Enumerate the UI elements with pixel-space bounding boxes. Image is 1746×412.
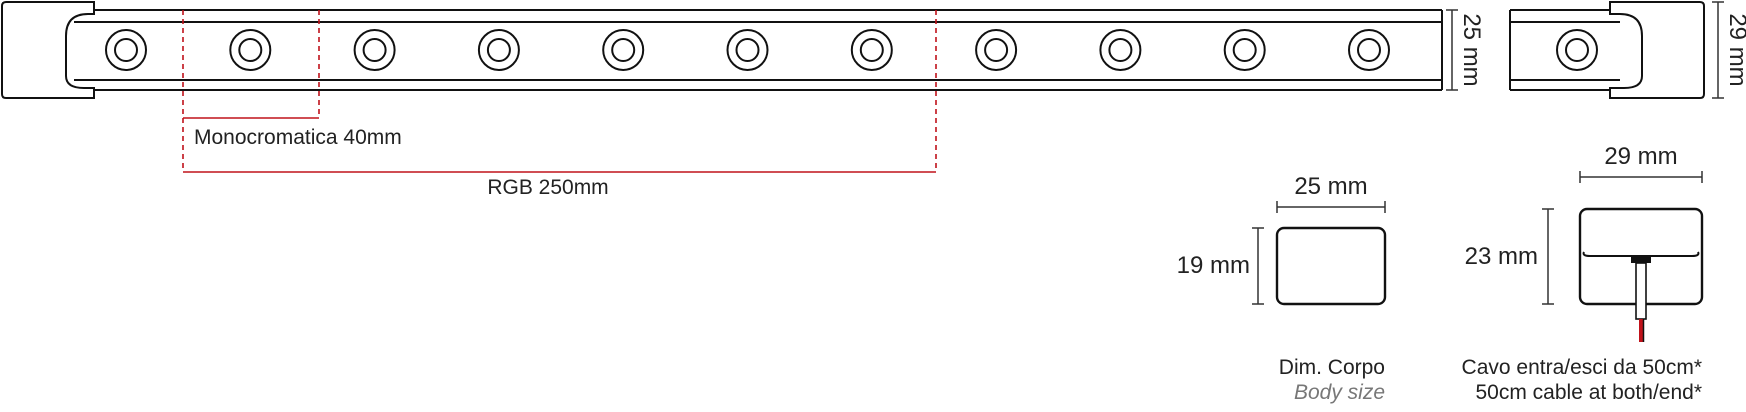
led-inner-ring [238, 38, 263, 62]
cap-inner-line [1582, 251, 1700, 257]
mono-pitch-label: Monocromatica 40mm [194, 126, 402, 149]
endcap-width-label: 29 mm [1724, 13, 1746, 86]
body-height-label: 19 mm [1177, 252, 1250, 279]
cable-caption-en: 50cm cable at both/end* [1476, 381, 1703, 404]
led-inner-ring [362, 38, 387, 62]
led-outer-ring [1099, 29, 1142, 71]
body-caption-it: Dim. Corpo [1279, 356, 1385, 379]
right-end-cap [1609, 1, 1705, 99]
cable-clip [1631, 256, 1651, 263]
led-outer-ring [1223, 29, 1266, 71]
body-width-label: 25 mm [1294, 173, 1367, 200]
body-section: 25 mm 19 mm Dim. Corpo Body size [1177, 173, 1387, 404]
led-outer-ring [477, 29, 520, 71]
strip-width-dimension [1446, 9, 1458, 91]
strip-width-label: 25 mm [1458, 13, 1485, 86]
led-outer-ring [1348, 29, 1390, 71]
cap-height-label: 23 mm [1465, 243, 1538, 270]
cap-width-label: 29 mm [1604, 143, 1677, 170]
led-outer-ring [1556, 29, 1598, 71]
cable-caption-it: Cavo entra/esci da 50cm* [1462, 356, 1702, 379]
led-inner-ring [486, 38, 511, 62]
led-inner-ring [984, 38, 1009, 62]
led-outer-ring [726, 29, 769, 71]
strip-leds [105, 29, 1390, 71]
endcap-width-dimension [1712, 1, 1724, 99]
led-outer-ring [353, 29, 396, 71]
led-outer-ring [850, 29, 893, 71]
led-inner-ring [859, 38, 884, 62]
led-outer-ring [229, 29, 272, 71]
led-inner-ring [1565, 38, 1589, 62]
pitch-guides [182, 10, 937, 173]
cap-section: 29 mm 23 mm Cavo entra/esci da 50cm* 50c… [1462, 143, 1704, 404]
led-inner-ring [1357, 38, 1381, 62]
led-outer-ring [602, 29, 645, 71]
body-rect [1275, 226, 1387, 306]
body-caption-en: Body size [1294, 381, 1385, 404]
led-inner-ring [1108, 38, 1133, 62]
led-outer-ring [975, 29, 1018, 71]
led-outer-ring [105, 29, 147, 71]
left-end-cap [1, 1, 95, 99]
cable-sheath [1635, 262, 1647, 320]
led-inner-ring [1232, 38, 1257, 62]
rgb-pitch-label: RGB 250mm [487, 176, 608, 199]
led-strip [1, 1, 1443, 99]
end-cap-leds [1556, 29, 1598, 71]
led-inner-ring [735, 38, 760, 62]
led-inner-ring [611, 38, 636, 62]
led-inner-ring [114, 38, 138, 62]
end-cap-detail [1509, 1, 1705, 99]
